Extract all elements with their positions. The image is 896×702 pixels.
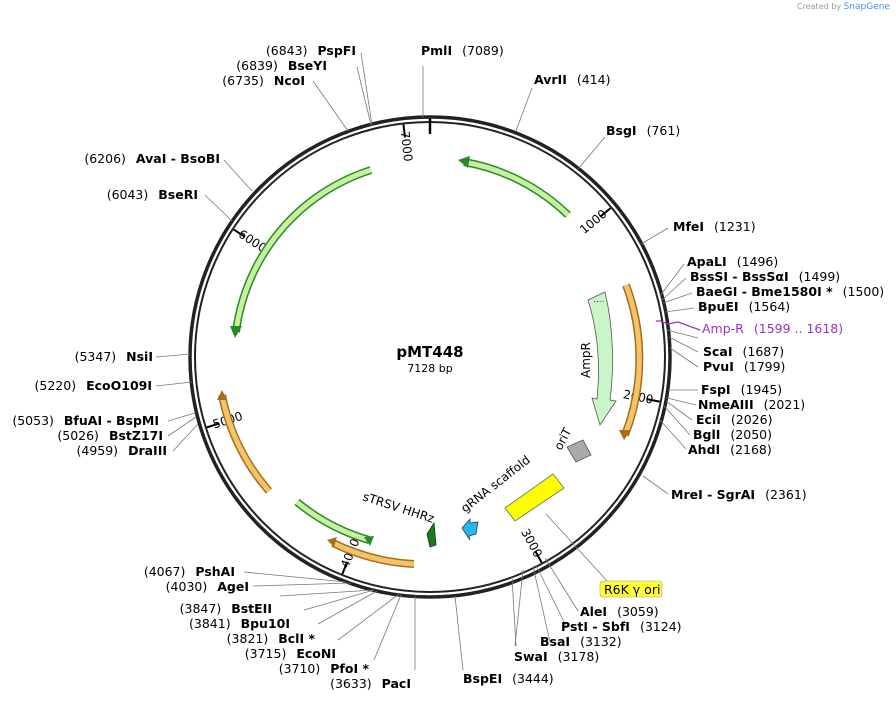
site-pmli: PmlI(7089) [421,43,504,58]
tick-label-3000: 3000 [518,526,545,560]
snapgene-logo: SnapGene [843,2,890,12]
feature-arc-top-arrowhead [458,156,470,168]
plasmid-length: 7128 bp [407,362,452,375]
backbone [188,115,672,599]
tick-mark-5000 [206,422,220,429]
site-nmeaiii: NmeAIII(2021) [698,397,805,412]
site-labels: PmlI(7089) AvrII(414) BsgI(761) MfeI(123… [12,43,884,691]
primer-amp-r: Amp-R(1599 .. 1618) [702,321,843,336]
orit-feature [566,439,592,463]
site-bspei: BspEI(3444) [463,671,554,686]
amp-r-primer-mark [656,320,701,331]
site-baegi: BaeGI - Bme1580I *(1500) [696,284,884,299]
site-fspi: FspI(1945) [701,382,782,397]
site-bsssi: BssSI - BssSαI(1499) [690,269,840,284]
site-pfoi: (3710)PfoI * [279,661,370,676]
tick-mark-3000 [534,550,543,564]
site-bpuei: BpuEI(1564) [698,299,790,314]
site-ecoo109i: (5220)EcoO109I [35,378,152,393]
tick-mark-4000 [341,561,349,575]
site-bsai: BsaI(3132) [540,634,622,649]
tick-label-1000: 1000 [577,207,609,237]
svg-text:....: .... [593,295,604,305]
grna-scaffold-feature [504,473,565,522]
site-bseri: (6043)BseRI [107,187,198,202]
feature-arc-top [463,158,571,218]
site-bpu10i: (3841)Bpu10I [189,616,290,631]
site-bfuai: (5053)BfuAI - BspMI [12,413,159,428]
tick-label-7000: 7000 [398,130,415,162]
site-apali: ApaLI(1496) [687,254,778,269]
strsv-hhrz-feature [426,521,437,548]
tick-mark-2000 [646,398,660,403]
site-mrei: MreI - SgrAI(2361) [671,487,807,502]
site-econi: (3715)EcoNI [245,646,336,661]
features: .... AmpR oriT gRNA scaffold sTRSV HHRz [217,156,701,568]
snapgene-credit: Created by SnapGene [797,2,890,12]
site-paci: (3633)PacI [330,676,411,691]
site-psti: PstI - SbfI(3124) [561,619,682,634]
feature-arc-lower-left-arrowhead [217,390,227,400]
ampr-label: AmpR [579,342,593,378]
credit-prefix: Created by [797,2,842,11]
plasmid-name: pMT448 [396,343,463,361]
site-nsii: (5347)NsiI [75,349,153,364]
site-scai: ScaI(1687) [703,344,784,359]
ampr-gene [587,291,617,426]
site-bcli: (3821)BclI * [227,631,316,646]
feature-arc-bottom-orange-arrowhead [327,537,337,547]
site-ahdi: AhdI(2168) [688,442,772,457]
backbone-outer-ring [188,115,672,599]
site-avai: (6206)AvaI - BsoBI [84,151,220,166]
feature-arc-left-arrowhead [230,326,242,338]
site-agei: (4030)AgeI [166,579,249,594]
site-bgli: BglI(2050) [693,427,772,442]
site-pshai: (4067)PshAI [144,564,235,579]
site-pvui: PvuI(1799) [703,359,785,374]
site-bsgi: BsgI(761) [606,123,680,138]
r6k-ori-label-box [599,580,663,598]
leader-lines [155,52,699,671]
site-pspfi: (6843)PspFI [266,43,356,58]
strsv-hhrz-label: sTRSV HHRz [361,490,436,526]
site-ncoi: (6735)NcoI [222,73,305,88]
site-mfei: MfeI(1231) [673,219,756,234]
grna-arrow-feature [461,517,479,541]
site-bseyi: (6839)BseYI [236,58,327,73]
site-bsteii: (3847)BstEII [180,601,272,616]
tick-mark-7000 [402,124,406,138]
tick-mark-1000 [599,207,612,218]
feature-arc-lower-left [218,394,273,494]
site-draiii: (4959)DraIII [76,443,167,458]
feature-arc-right-arrowhead [619,430,631,440]
feature-arc-bottom-arrowhead [364,536,374,546]
site-ecii: EciI(2026) [696,412,772,427]
tick-mark-6000 [233,228,246,238]
site-avrii: AvrII(414) [534,72,610,87]
feature-r6k-ori-label: R6K γ ori [604,582,660,597]
site-alei: AleI(3059) [580,604,659,619]
site-bstz17i: (5026)BstZ17I [57,428,163,443]
site-swai: SwaI(3178) [514,649,599,664]
